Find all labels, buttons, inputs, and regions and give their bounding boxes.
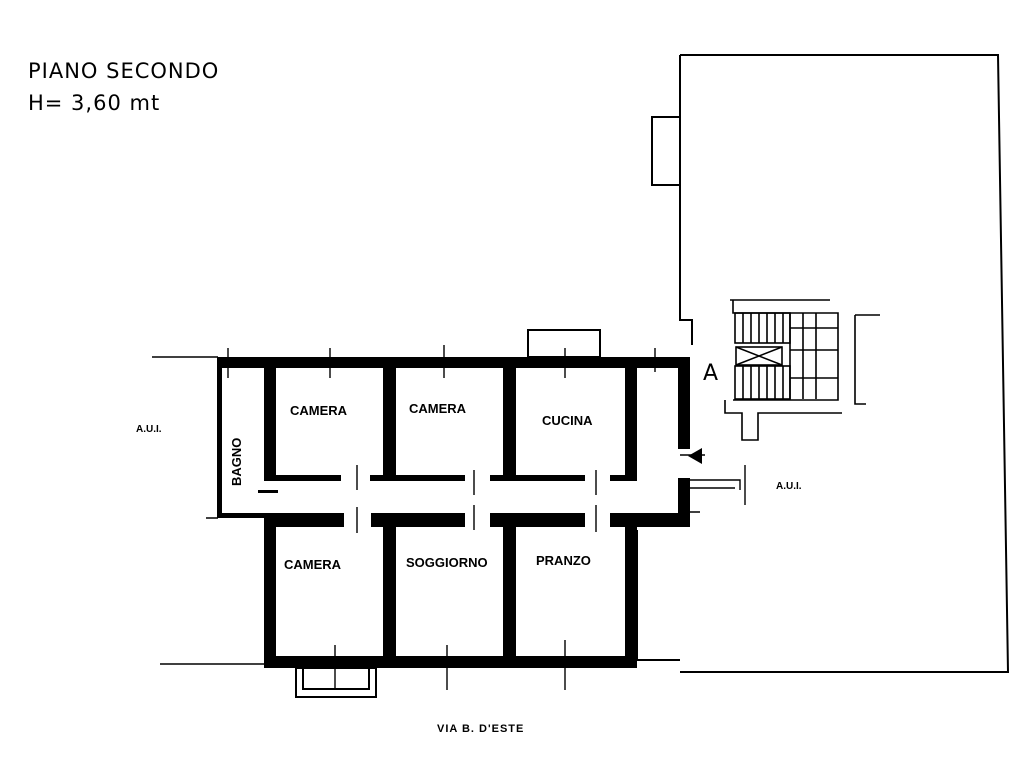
- floor-title: PIANO SECONDO: [28, 59, 219, 83]
- entrance-arrow-icon: [688, 448, 702, 464]
- ceiling-height: H= 3,60 mt: [28, 91, 160, 115]
- aui-label-left: A.U.I.: [136, 424, 162, 435]
- room-label-camera: CAMERA: [284, 557, 342, 572]
- room-label-camera: CAMERA: [409, 401, 467, 416]
- street-name: VIA B. D'ESTE: [437, 723, 524, 735]
- room-label-cucina: CUCINA: [542, 413, 593, 428]
- room-label-camera: CAMERA: [290, 403, 348, 418]
- balcony-top: [527, 329, 601, 358]
- aui-label-right: A.U.I.: [776, 481, 802, 492]
- walls: [217, 357, 690, 668]
- room-label-bagno: BAGNO: [229, 438, 244, 486]
- room-label-pranzo: PRANZO: [536, 553, 591, 568]
- room-label-soggiorno: SOGGIORNO: [406, 555, 488, 570]
- adjacent-building: [636, 54, 1010, 673]
- stairwell: [724, 299, 880, 441]
- stair-marker: A: [703, 361, 719, 386]
- balcony-bottom: [295, 667, 377, 698]
